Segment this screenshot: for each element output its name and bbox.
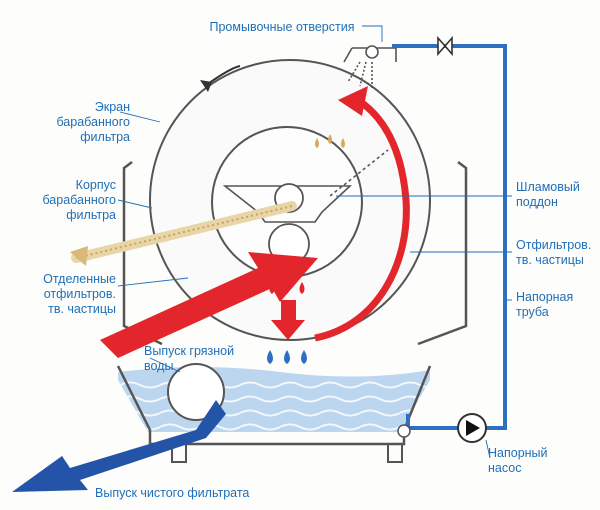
dirty-water-inflow-arrow <box>100 252 318 358</box>
label-filter-body: Корпус барабанного фильтра <box>42 178 116 222</box>
rotation-arrow-icon <box>200 65 241 92</box>
label-filtered-solids: Отфильтров. тв. частицы <box>516 238 592 267</box>
label-wash-holes: Промывочные отверстия <box>209 20 355 34</box>
filtered-water-down-arrow <box>271 300 305 340</box>
label-dirty-water-inlet: Выпуск грязной воды <box>144 344 235 373</box>
valve-icon <box>437 35 453 57</box>
separated-solids-flow <box>70 201 297 266</box>
water-body <box>118 367 430 432</box>
red-droplets <box>269 282 305 294</box>
blue-droplets <box>267 350 307 364</box>
label-separated-solids: Отделенные отфильтров. тв. частицы <box>43 272 116 316</box>
label-sludge-tray: Шламовый поддон <box>516 180 580 209</box>
dirty-water-outlet <box>167 363 225 421</box>
label-pressure-pump: Напорный насос <box>488 446 548 475</box>
label-drum-screen: Экран барабанного фильтра <box>56 100 130 144</box>
pipe-inlet-ring <box>397 424 411 438</box>
clean-filtrate-arrow <box>12 400 226 492</box>
pump-icon <box>457 413 487 443</box>
sludge-drops <box>315 134 345 148</box>
label-clean-filtrate-outlet: Выпуск чистого фильтрата <box>95 486 250 500</box>
rotation-flow-arrow <box>314 86 410 342</box>
leader-lines <box>117 25 512 459</box>
label-pressure-pipe: Напорная труба <box>516 290 574 319</box>
